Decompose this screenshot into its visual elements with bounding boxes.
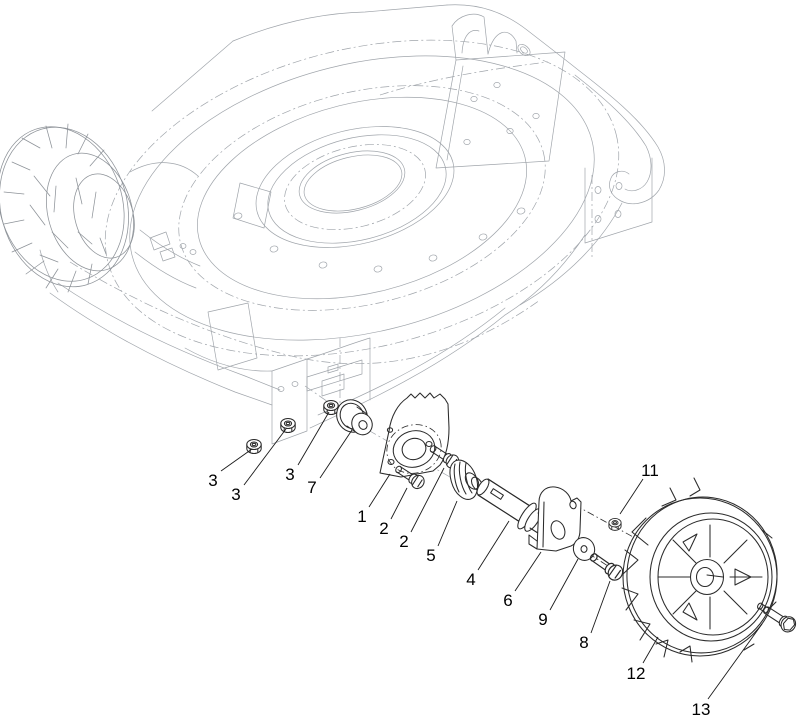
shoulder-bolt	[586, 548, 627, 584]
callout-label-7-3: 7	[307, 478, 316, 497]
callout-label-8-11: 8	[579, 633, 588, 652]
callout-label-3-0: 3	[208, 471, 217, 490]
rear-wheel-spokes	[657, 524, 763, 630]
deck-dome-rings	[104, 39, 620, 371]
washer	[572, 537, 596, 561]
callout-label-1-4: 1	[357, 507, 366, 526]
callout-label-2-6: 2	[399, 532, 408, 551]
callout-label-3-2: 3	[285, 465, 294, 484]
callout-leader-5-7	[437, 500, 458, 547]
hex-flange-nut-c	[323, 399, 339, 416]
spacer-bushing	[336, 399, 373, 436]
height-adjuster-plate	[379, 392, 450, 478]
rear-wheel-tread	[621, 477, 777, 663]
callout-leader-3-2	[297, 411, 330, 466]
exploded-parts	[246, 392, 797, 663]
callout-leader-8-11	[590, 580, 611, 634]
callout-leader-9-10	[549, 558, 579, 611]
callout-leader-1-4	[368, 473, 391, 508]
callout-label-12-13: 12	[627, 664, 646, 683]
callout-leader-7-3	[319, 429, 353, 479]
deck-outline	[39, 4, 665, 429]
callout-leader-4-8	[477, 520, 510, 571]
rear-wheel	[621, 477, 778, 663]
rear-mount-plate	[435, 13, 566, 169]
hex-flange-nut-b	[280, 417, 296, 434]
callout-leader-11-12	[619, 478, 644, 515]
callout-leader-2-6	[410, 467, 445, 533]
callout-label-5-7: 5	[426, 546, 435, 565]
right-wheel-mount-plate	[584, 157, 653, 258]
callout-leader-2-5	[390, 487, 408, 520]
mower-deck-housing	[39, 4, 759, 608]
callout-leader-13-14	[707, 623, 763, 700]
left-wheel-tread	[3, 123, 107, 293]
callout-label-13-14: 13	[692, 700, 711, 719]
callout-label-11-12: 11	[641, 461, 659, 480]
axle-bracket	[528, 486, 582, 552]
callout-leader-3-1	[243, 428, 287, 486]
callout-label-3-1: 3	[231, 485, 240, 504]
left-wheel-arm	[129, 162, 201, 289]
callout-label-6-9: 6	[503, 591, 512, 610]
callout-label-2-5: 2	[379, 519, 388, 538]
callout-leader-6-9	[514, 551, 542, 592]
callout-leader-12-13	[642, 636, 659, 664]
callout-label-9-10: 9	[538, 610, 547, 629]
left-front-wheel	[0, 123, 135, 293]
flange-nut-small	[608, 518, 622, 531]
wheel-bolt	[757, 602, 797, 633]
callout-label-4-8: 4	[466, 570, 475, 589]
callout-leader-3-0	[220, 448, 253, 472]
